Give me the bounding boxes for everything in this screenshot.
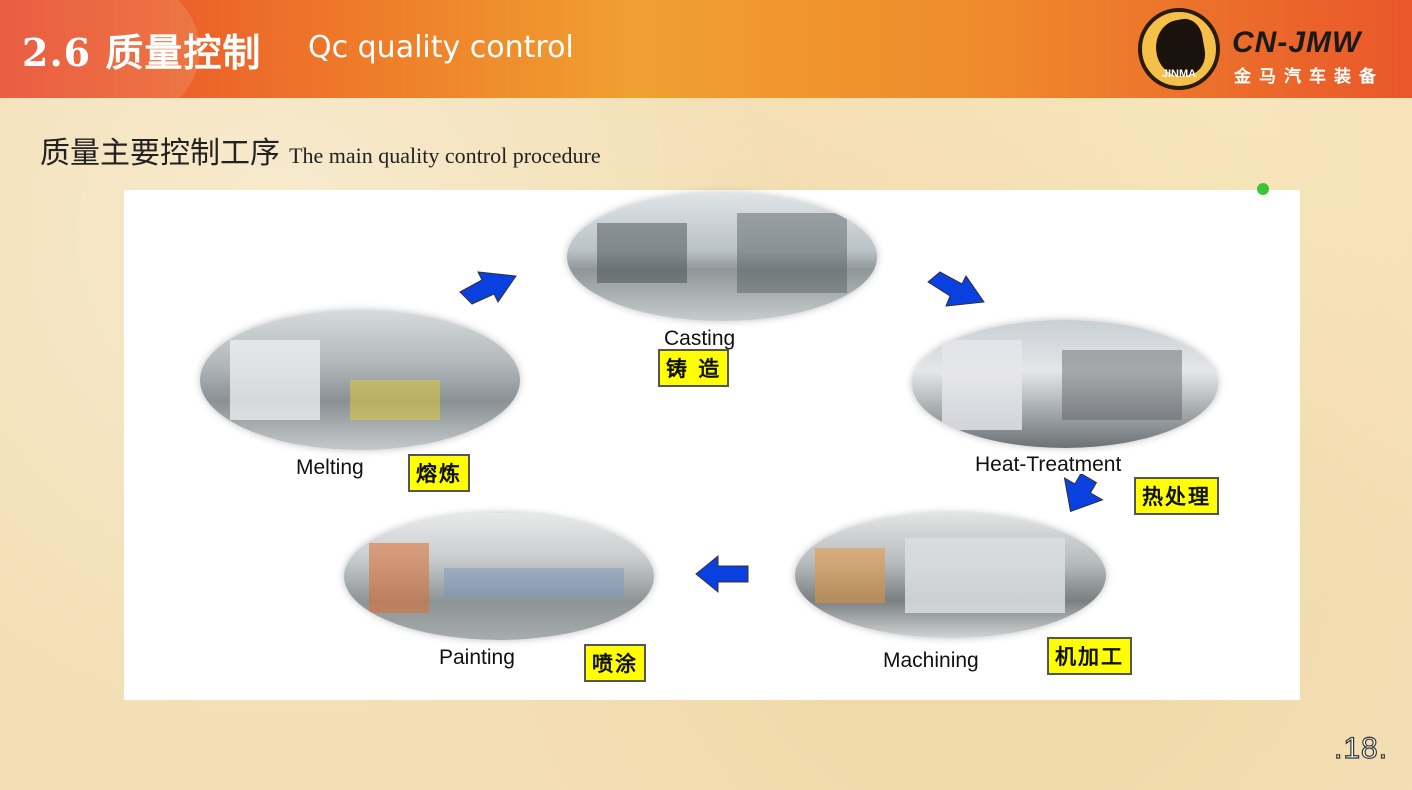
horse-emblem-icon: JINMA <box>1138 8 1220 90</box>
heat-treatment-label-cn: 热处理 <box>1134 477 1219 515</box>
section-subtitle: 质量主要控制工序 The main quality control proced… <box>40 128 601 172</box>
brand-en: CN-JMW <box>1232 26 1361 60</box>
arrow-icon <box>1054 474 1108 516</box>
arrow-icon <box>926 270 986 310</box>
emblem-text: JINMA <box>1142 68 1216 80</box>
page-title: 2.6 质量控制 <box>22 22 261 77</box>
machining-photo <box>795 513 1106 638</box>
melting-label-cn: 熔炼 <box>408 454 470 492</box>
casting-photo <box>567 193 877 321</box>
company-logo: JINMA CN-JMW 金马汽车装备 <box>1136 6 1412 92</box>
painting-label-en: Painting <box>439 646 515 670</box>
brand-cn: 金马汽车装备 <box>1234 62 1384 87</box>
machining-label-en: Machining <box>883 649 979 673</box>
title-bar: 2.6 质量控制 Qc quality control JINMA CN-JMW… <box>0 0 1412 98</box>
page-number: .18. <box>1334 732 1388 766</box>
process-diagram: Casting 铸 造 Heat-Treatment 热处理 Machining… <box>124 190 1300 700</box>
arrow-icon <box>458 266 518 306</box>
subtitle-en: The main quality control procedure <box>289 143 601 168</box>
melting-label-en: Melting <box>296 456 364 480</box>
casting-label-en: Casting <box>664 327 735 351</box>
painting-photo <box>344 513 654 640</box>
heat-treatment-photo <box>912 320 1218 448</box>
melting-photo <box>200 310 520 450</box>
green-dot-icon <box>1257 183 1269 195</box>
page-title-en: Qc quality control <box>308 30 574 65</box>
subtitle-cn: 质量主要控制工序 <box>40 136 280 171</box>
painting-label-cn: 喷涂 <box>584 644 646 682</box>
arrow-icon <box>694 554 750 594</box>
machining-label-cn: 机加工 <box>1047 637 1132 675</box>
casting-label-cn: 铸 造 <box>658 349 729 387</box>
